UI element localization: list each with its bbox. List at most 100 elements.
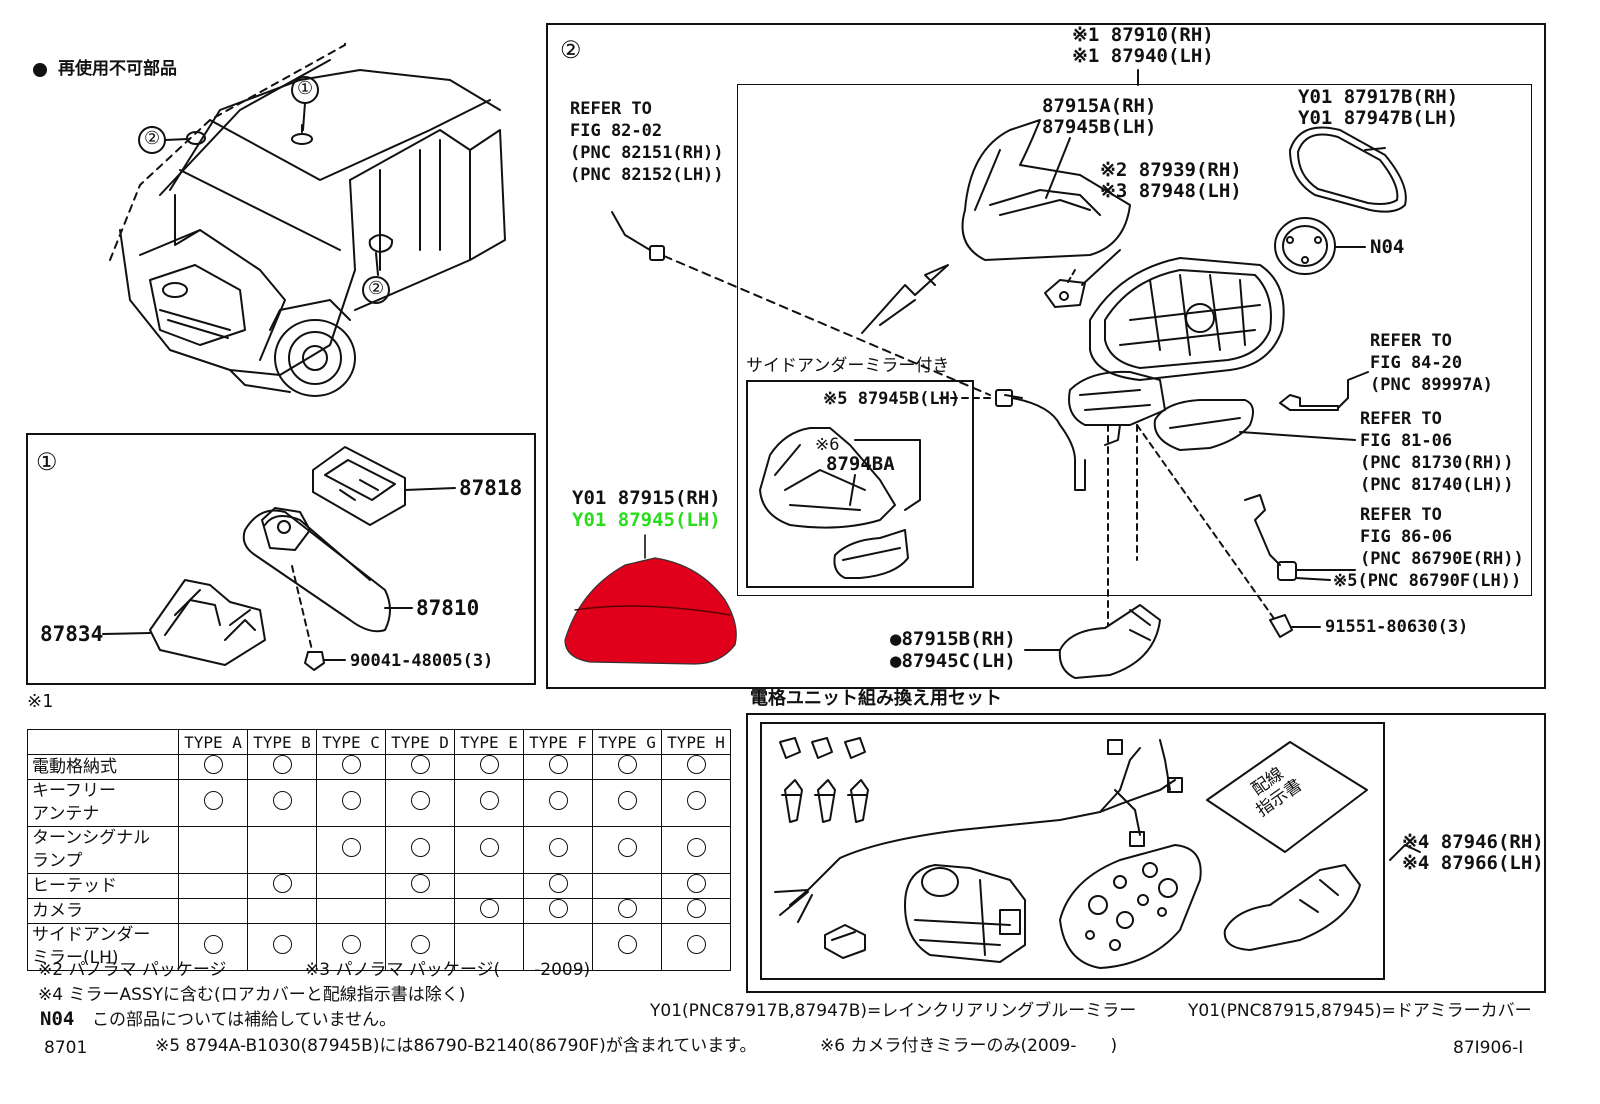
circle-mark-icon bbox=[479, 755, 499, 774]
kit-87966: ※4 87966(LH) bbox=[1402, 852, 1544, 874]
part-91551: 91551-80630(3) bbox=[1325, 617, 1469, 637]
table-header-cell: TYPE A bbox=[178, 729, 248, 755]
table-corner-cell bbox=[27, 729, 179, 755]
note-n04-text: この部品については補給していません。 bbox=[92, 1010, 397, 1030]
table-cell-empty bbox=[178, 898, 248, 924]
circle-mark-icon bbox=[617, 755, 637, 774]
table-cell-applicable bbox=[316, 754, 386, 780]
table-cell-applicable bbox=[592, 923, 662, 971]
circle-mark-icon bbox=[410, 874, 430, 893]
part-87917b: Y01 87917B(RH) bbox=[1298, 86, 1459, 108]
table-cell-applicable bbox=[661, 873, 731, 899]
note-y01-rain: Y01(PNC87917B,87947B)=レインクリアリングブルーミラー bbox=[650, 1001, 1137, 1021]
circle-mark-icon bbox=[548, 838, 568, 857]
callout-1: ① bbox=[297, 78, 314, 99]
table-row: サイドアンダー ミラー(LH) bbox=[27, 923, 731, 971]
table-cell-empty bbox=[592, 873, 662, 899]
circle-mark-icon bbox=[686, 755, 706, 774]
circle-mark-icon bbox=[272, 755, 292, 774]
part-87945c: ●87945C(LH) bbox=[890, 650, 1016, 672]
table-row-label: サイドアンダー ミラー(LH) bbox=[27, 923, 179, 971]
table-cell-applicable bbox=[454, 898, 524, 924]
circle-mark-icon bbox=[686, 791, 706, 810]
refer-86-06: REFER TO FIG 86-06 (PNC 86790E(RH)) ※5(P… bbox=[1333, 505, 1524, 591]
circle-mark-icon bbox=[617, 791, 637, 810]
nonreusable-dot-icon bbox=[33, 63, 47, 77]
table-header-cell: TYPE E bbox=[454, 729, 524, 755]
kit-outer-frame bbox=[746, 713, 1546, 993]
table-cell-empty bbox=[316, 873, 386, 899]
circle-mark-icon bbox=[203, 791, 223, 810]
table-header-cell: TYPE F bbox=[523, 729, 593, 755]
table-cell-empty bbox=[247, 898, 317, 924]
panel2-frame bbox=[546, 23, 1546, 689]
table-cell-applicable bbox=[385, 754, 455, 780]
callout-2b: ② bbox=[368, 278, 385, 299]
circle-mark-icon bbox=[617, 838, 637, 857]
table-row-label: ターンシグナル ランプ bbox=[27, 826, 179, 874]
part-90041: 90041-48005(3) bbox=[350, 651, 494, 671]
table-cell-empty bbox=[178, 826, 248, 874]
part-87939: ※2 87939(RH) bbox=[1100, 159, 1242, 181]
table-cell-applicable bbox=[178, 923, 248, 971]
kit-87946: ※4 87946(RH) bbox=[1402, 831, 1544, 853]
table-cell-applicable bbox=[661, 898, 731, 924]
table-cell-applicable bbox=[385, 826, 455, 874]
nut-set bbox=[779, 737, 869, 823]
table-cell-applicable bbox=[178, 754, 248, 780]
table-cell-applicable bbox=[523, 779, 593, 827]
side-part-87945b: ※5 87945B(LH) bbox=[823, 389, 961, 409]
table-cell-applicable bbox=[523, 873, 593, 899]
circle-mark-icon bbox=[617, 899, 637, 918]
circle-mark-icon bbox=[203, 755, 223, 774]
part-87915-rh: Y01 87915(RH) bbox=[572, 487, 721, 509]
table-header-cell: TYPE H bbox=[661, 729, 731, 755]
table-cell-empty bbox=[523, 923, 593, 971]
table-cell-applicable bbox=[385, 923, 455, 971]
refer-82-02: REFER TO FIG 82-02 (PNC 82151(RH)) (PNC … bbox=[570, 99, 724, 185]
table-row: キーフリー アンテナ bbox=[27, 779, 731, 827]
table-cell-applicable bbox=[592, 826, 662, 874]
circle-mark-icon bbox=[686, 899, 706, 918]
circle-mark-icon bbox=[617, 935, 637, 954]
vehicle-illustration bbox=[109, 39, 506, 397]
table-cell-applicable bbox=[247, 779, 317, 827]
circle-mark-icon bbox=[341, 935, 361, 954]
table-cell-applicable bbox=[454, 754, 524, 780]
part-87818: 87818 bbox=[459, 476, 523, 500]
table-row: ターンシグナル ランプ bbox=[27, 826, 731, 874]
panel1-frame bbox=[26, 433, 536, 685]
table-row-label: カメラ bbox=[27, 898, 179, 924]
table-cell-applicable bbox=[592, 754, 662, 780]
mirror-cover-87945 bbox=[564, 557, 737, 665]
table-cell-applicable bbox=[316, 826, 386, 874]
table-cell-applicable bbox=[178, 779, 248, 827]
note-6: ※6 カメラ付きミラーのみ(2009- ) bbox=[820, 1036, 1118, 1056]
table-cell-applicable bbox=[385, 873, 455, 899]
table-header-cell: TYPE G bbox=[592, 729, 662, 755]
table-row-label: キーフリー アンテナ bbox=[27, 779, 179, 827]
table-row: 電動格納式 bbox=[27, 754, 731, 780]
side-part-8794ba: 8794BA bbox=[826, 453, 895, 475]
table-header-cell: TYPE C bbox=[316, 729, 386, 755]
table-cell-empty bbox=[454, 923, 524, 971]
note-5: ※5 8794A-B1030(87945B)には86790-B2140(8679… bbox=[155, 1036, 757, 1056]
circle-mark-icon bbox=[548, 755, 568, 774]
circle-mark-icon bbox=[548, 874, 568, 893]
assy-87910: ※1 87910(RH) bbox=[1072, 24, 1214, 46]
table-cell-applicable bbox=[661, 923, 731, 971]
legend-nonreusable: 再使用不可部品 bbox=[58, 59, 177, 79]
table-cell-applicable bbox=[247, 754, 317, 780]
table-cell-applicable bbox=[247, 873, 317, 899]
circle-mark-icon bbox=[341, 791, 361, 810]
panel1-label: ① bbox=[36, 448, 58, 476]
table-cell-applicable bbox=[454, 779, 524, 827]
table-caption: ※1 bbox=[27, 691, 53, 712]
side-under-title: サイドアンダーミラー付き bbox=[746, 356, 950, 376]
table-cell-empty bbox=[316, 898, 386, 924]
note-y01-cover: Y01(PNC87915,87945)=ドアミラーカバー bbox=[1188, 1001, 1532, 1021]
table-cell-applicable bbox=[385, 779, 455, 827]
table-cell-applicable bbox=[523, 898, 593, 924]
